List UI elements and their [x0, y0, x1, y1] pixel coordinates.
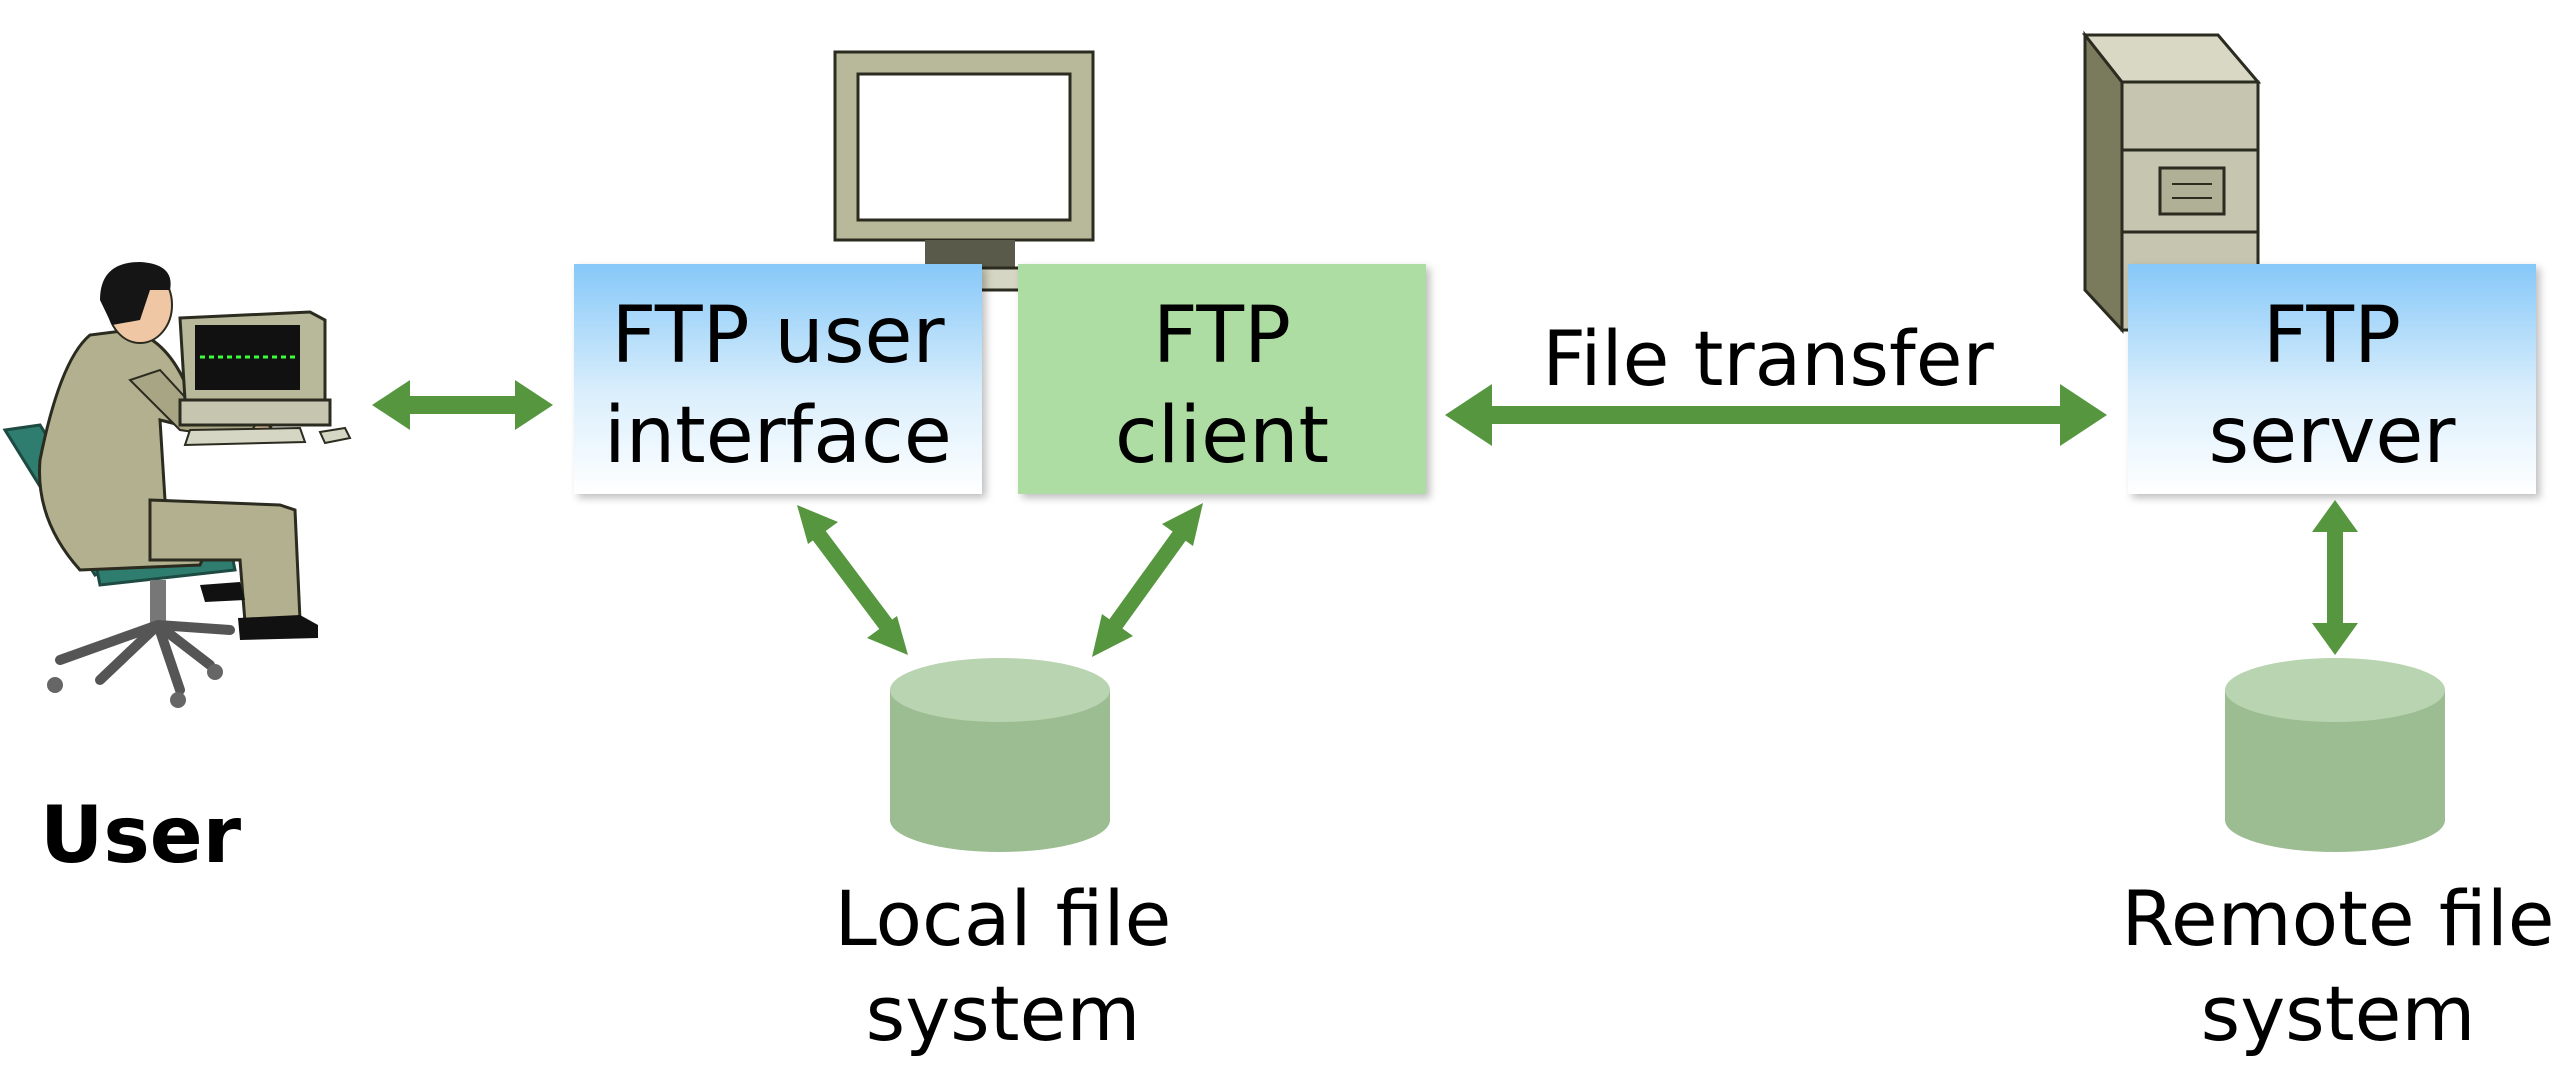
ftp-client-line2: client — [1115, 391, 1329, 481]
desktop-monitor-icon — [833, 50, 1095, 292]
ftp-server-box: FTP server — [2128, 264, 2536, 494]
local-fs-line2: system — [866, 969, 1141, 1058]
ftp-user-interface-box: FTP user interface — [574, 264, 982, 494]
ftp-server-line2: server — [2209, 391, 2457, 481]
file-transfer-label: File transfer — [1542, 314, 1994, 403]
user-figure — [2, 262, 352, 708]
ftp-ui-line1: FTP user — [611, 291, 945, 381]
ftp-client-box: FTP client — [1018, 264, 1426, 494]
file-transfer-arrow — [1445, 384, 2107, 446]
remote-fs-line1: Remote file — [2121, 874, 2554, 963]
ftp-server-line1: FTP — [2263, 291, 2401, 381]
ftp-ui-line2: interface — [604, 391, 952, 481]
client-local-fs-arrow — [1092, 503, 1203, 657]
remote-fs-line2: system — [2201, 969, 2476, 1058]
remote-disk-icon — [2225, 658, 2445, 852]
server-remote-fs-arrow — [2312, 500, 2358, 655]
user-label: User — [40, 791, 242, 881]
local-fs-line1: Local file — [835, 874, 1172, 963]
ftp-client-line1: FTP — [1153, 291, 1291, 381]
ui-local-fs-arrow — [797, 505, 908, 655]
local-disk-icon — [890, 658, 1110, 852]
user-ui-arrow — [372, 380, 553, 430]
